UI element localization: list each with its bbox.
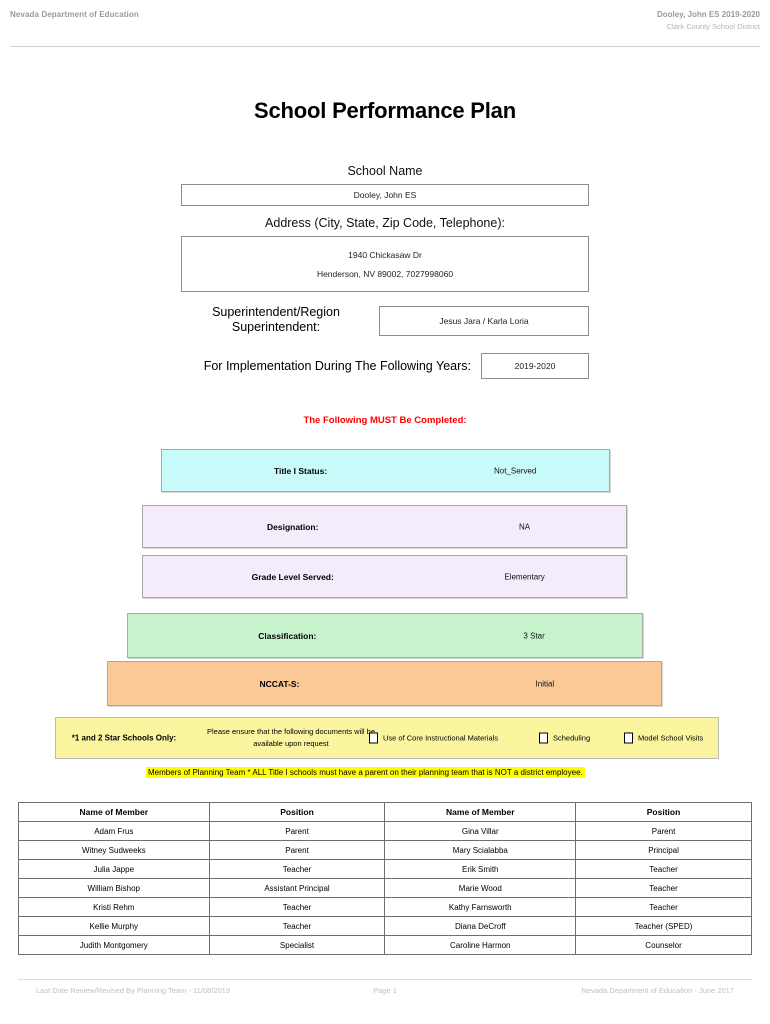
status-bar-nccat-s[interactable]: NCCAT-S: Initial <box>107 661 662 706</box>
table-cell: Judith Montgomery <box>18 935 210 955</box>
status-bar-classification-value: 3 Star <box>523 631 545 640</box>
table-cell: Parent <box>208 821 386 841</box>
address-label: Address (City, State, Zip Code, Telephon… <box>265 216 505 230</box>
column-header-name-1: Name of Member <box>18 802 210 822</box>
star-schools-strip: *1 and 2 Star Schools Only: Please ensur… <box>55 717 719 759</box>
table-cell: Adam Frus <box>18 821 210 841</box>
status-bar-nccat-s-value: Initial <box>535 679 555 688</box>
implementation-years-label: For Implementation During The Following … <box>203 359 471 373</box>
footer-source: Nevada Department of Education - June 20… <box>581 986 734 995</box>
status-bar-grade-level[interactable]: Grade Level Served: Elementary <box>142 555 627 598</box>
planning-team-table: Name of Member Position Name of Member P… <box>18 802 752 955</box>
table-cell: Counselor <box>575 935 752 955</box>
checkbox-model-school-visits[interactable]: Model School Visits <box>624 732 704 744</box>
header-school-year: Dooley, John ES 2019-2020 <box>656 10 760 19</box>
checkbox-model-school-visits-label: Model School Visits <box>638 733 704 743</box>
table-cell: Diana DeCroff <box>384 916 577 936</box>
table-cell: Teacher <box>575 897 752 917</box>
school-name-field[interactable]: Dooley, John ES <box>181 184 589 206</box>
school-name-value: Dooley, John ES <box>353 190 417 200</box>
address-field[interactable]: 1940 Chickasaw Dr Henderson, NV 89002, 7… <box>181 236 589 292</box>
table-header-row: Name of Member Position Name of Member P… <box>18 802 752 822</box>
status-bar-classification[interactable]: Classification: 3 Star <box>127 613 643 658</box>
header-divider <box>10 46 760 47</box>
table-cell: Assistant Principal <box>208 878 386 898</box>
table-cell: Teacher <box>208 916 386 936</box>
footer-last-revised: Last Date Review/Revised By Planning Tea… <box>36 986 231 995</box>
page-header: Nevada Department of Education Dooley, J… <box>10 10 760 52</box>
checkbox-scheduling-label: Scheduling <box>553 733 591 743</box>
table-cell: Marie Wood <box>384 878 577 898</box>
column-header-position-2: Position <box>575 802 752 822</box>
header-agency-name: Nevada Department of Education <box>10 10 139 19</box>
table-cell: Specialist <box>208 935 386 955</box>
address-line-2: Henderson, NV 89002, 7027998060 <box>316 268 454 279</box>
table-cell: Parent <box>575 821 752 841</box>
table-cell: Teacher (SPED) <box>575 916 752 936</box>
star-schools-note: Please ensure that the following documen… <box>206 727 375 748</box>
planning-team-banner: Members of Planning Team * ALL Title I s… <box>146 767 585 778</box>
header-district-name: Clark County School District <box>666 22 760 31</box>
table-cell: Parent <box>208 840 386 860</box>
must-be-completed-note: The Following MUST Be Completed: <box>303 415 467 426</box>
checkbox-icon[interactable] <box>539 732 548 744</box>
footer-page-number: Page 1 <box>373 986 397 995</box>
status-bar-designation-value: NA <box>519 522 531 531</box>
table-cell: Kristi Rehm <box>18 897 210 917</box>
status-bar-classification-label: Classification: <box>258 630 317 641</box>
implementation-years-value: 2019-2020 <box>514 361 556 371</box>
table-cell: Kathy Farnsworth <box>384 897 577 917</box>
checkbox-icon[interactable] <box>624 732 633 744</box>
status-bar-grade-level-value: Elementary <box>504 572 545 581</box>
checkbox-core-instructional-materials-label: Use of Core Instructional Materials <box>383 733 499 743</box>
table-cell: Erik Smith <box>384 859 577 879</box>
status-bar-designation-label: Designation: <box>266 521 319 532</box>
status-bar-nccat-s-label: NCCAT-S: <box>259 678 300 689</box>
status-bar-designation[interactable]: Designation: NA <box>142 505 627 548</box>
implementation-years-field[interactable]: 2019-2020 <box>481 353 589 379</box>
column-header-position-1: Position <box>208 802 386 822</box>
checkbox-scheduling[interactable]: Scheduling <box>539 732 591 744</box>
superintendent-value: Jesus Jara / Karla Loria <box>439 316 529 326</box>
table-cell: William Bishop <box>18 878 210 898</box>
table-cell: Gina Villar <box>384 821 577 841</box>
table-cell: Teacher <box>208 897 386 917</box>
table-cell: Teacher <box>575 859 752 879</box>
table-cell: Mary Scialabba <box>384 840 577 860</box>
superintendent-label: Superintendent/Region Superintendent: <box>212 305 340 334</box>
superintendent-field[interactable]: Jesus Jara / Karla Loria <box>379 306 589 336</box>
page-title: School Performance Plan <box>254 98 516 123</box>
status-bar-title-i-label: Title I Status: <box>273 465 328 476</box>
table-cell: Kellie Murphy <box>18 916 210 936</box>
school-name-label: School Name <box>347 164 423 178</box>
table-cell: Witney Sudweeks <box>18 840 210 860</box>
checkbox-core-instructional-materials[interactable]: Use of Core Instructional Materials <box>369 732 499 744</box>
table-cell: Teacher <box>208 859 386 879</box>
table-cell: Teacher <box>575 878 752 898</box>
status-bar-title-i-value: Not_Served <box>494 466 537 475</box>
header-school-info: Dooley, John ES 2019-2020 Clark County S… <box>657 10 760 31</box>
column-header-name-2: Name of Member <box>384 802 577 822</box>
status-bar-grade-level-label: Grade Level Served: <box>251 571 334 582</box>
checkbox-icon[interactable] <box>369 732 378 744</box>
table-cell: Julia Jappe <box>18 859 210 879</box>
status-bar-title-i[interactable]: Title I Status: Not_Served <box>161 449 610 492</box>
table-cell: Principal <box>575 840 752 860</box>
table-cell: Caroline Harmon <box>384 935 577 955</box>
address-line-1: 1940 Chickasaw Dr <box>348 249 422 260</box>
page-footer: Last Date Review/Revised By Planning Tea… <box>18 979 752 1006</box>
star-schools-title: *1 and 2 Star Schools Only: <box>71 733 177 743</box>
